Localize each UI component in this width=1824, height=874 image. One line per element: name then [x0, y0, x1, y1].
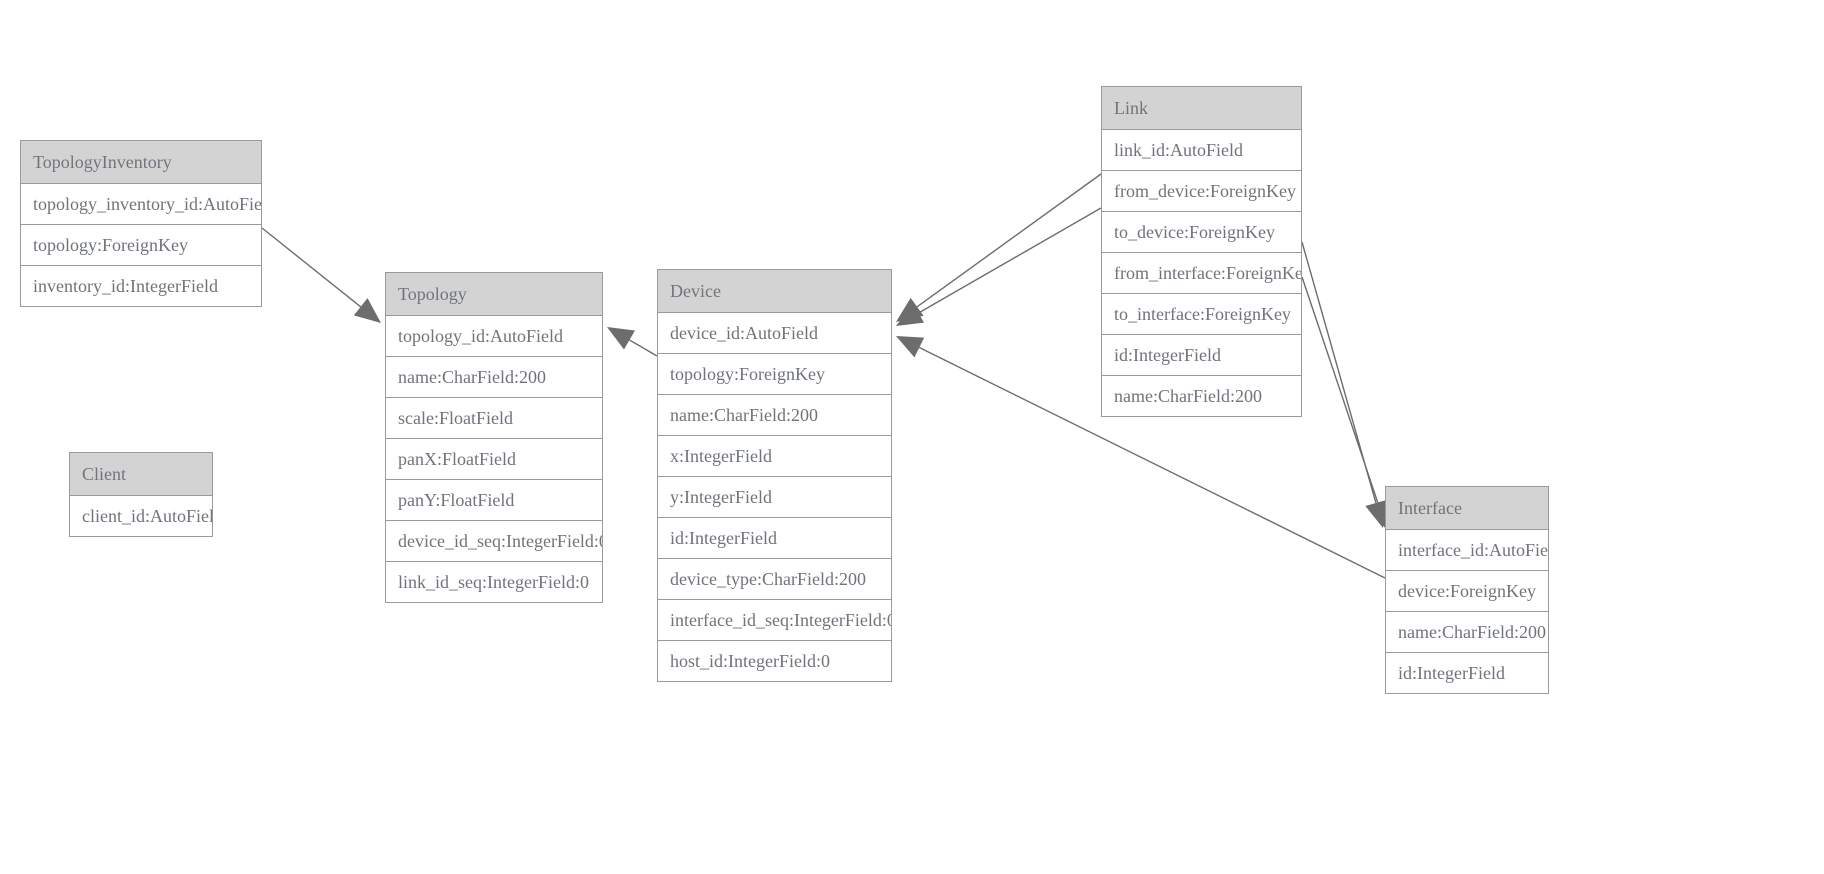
field-row: id:IntegerField: [658, 518, 891, 559]
entity-title-interface: Interface: [1386, 487, 1548, 530]
relationship-link-to-device-to-device: [896, 207, 1102, 326]
field-row: link_id_seq:IntegerField:0: [386, 562, 602, 602]
relationship-arrowhead: [607, 327, 636, 350]
entity-title-device: Device: [658, 270, 891, 313]
field-row: panY:FloatField: [386, 480, 602, 521]
field-row: name:CharField:200: [386, 357, 602, 398]
field-row: device:ForeignKey: [1386, 571, 1548, 612]
field-row: name:CharField:200: [1102, 376, 1301, 416]
field-row: device_type:CharField:200: [658, 559, 891, 600]
relationship-arrowhead: [1365, 499, 1387, 528]
field-row: from_interface:ForeignKey: [1102, 253, 1301, 294]
relationship-link-from-device-to-device: [896, 173, 1102, 322]
relationship-line: [261, 227, 362, 308]
field-row: client_id:AutoField: [70, 496, 212, 536]
relationship-arrowhead: [353, 298, 381, 323]
field-row: name:CharField:200: [658, 395, 891, 436]
field-row: from_device:ForeignKey: [1102, 171, 1301, 212]
field-row: interface_id_seq:IntegerField:0: [658, 600, 891, 641]
relationship-device-to-topology: [607, 327, 658, 357]
relationship-line: [1301, 276, 1380, 506]
entity-title-client: Client: [70, 453, 212, 496]
field-row: x:IntegerField: [658, 436, 891, 477]
field-row: y:IntegerField: [658, 477, 891, 518]
field-row: topology:ForeignKey: [21, 225, 261, 266]
field-row: panX:FloatField: [386, 439, 602, 480]
field-row: host_id:IntegerField:0: [658, 641, 891, 681]
entity-title-link: Link: [1102, 87, 1301, 130]
field-row: device_id:AutoField: [658, 313, 891, 354]
relationship-topologyinventory-to-topology: [261, 227, 381, 323]
relationship-link-to-interface-to-interface: [1301, 276, 1390, 530]
relationship-line: [1301, 241, 1377, 504]
relationship-link-from-interface-to-interface: [1301, 241, 1387, 528]
field-row: id:IntegerField: [1102, 335, 1301, 376]
field-row: inventory_id:IntegerField: [21, 266, 261, 306]
field-row: link_id:AutoField: [1102, 130, 1301, 171]
relationship-arrowhead: [896, 336, 925, 358]
relationship-arrowhead: [896, 297, 924, 322]
relationship-arrowhead: [896, 303, 925, 326]
entity-fields-client: client_id:AutoField: [70, 496, 212, 536]
field-row: name:CharField:200: [1386, 612, 1548, 653]
field-row: to_interface:ForeignKey: [1102, 294, 1301, 335]
field-row: topology_inventory_id:AutoField: [21, 184, 261, 225]
relationship-line: [629, 339, 658, 357]
field-row: topology_id:AutoField: [386, 316, 602, 357]
field-row: interface_id:AutoField: [1386, 530, 1548, 571]
field-row: to_device:ForeignKey: [1102, 212, 1301, 253]
relationship-line: [916, 173, 1102, 308]
field-row: device_id_seq:IntegerField:0: [386, 521, 602, 562]
entity-title-topology_inventory: TopologyInventory: [21, 141, 261, 184]
field-row: scale:FloatField: [386, 398, 602, 439]
field-row: topology:ForeignKey: [658, 354, 891, 395]
relationship-line: [918, 207, 1102, 314]
entity-title-topology: Topology: [386, 273, 602, 316]
field-row: id:IntegerField: [1386, 653, 1548, 693]
